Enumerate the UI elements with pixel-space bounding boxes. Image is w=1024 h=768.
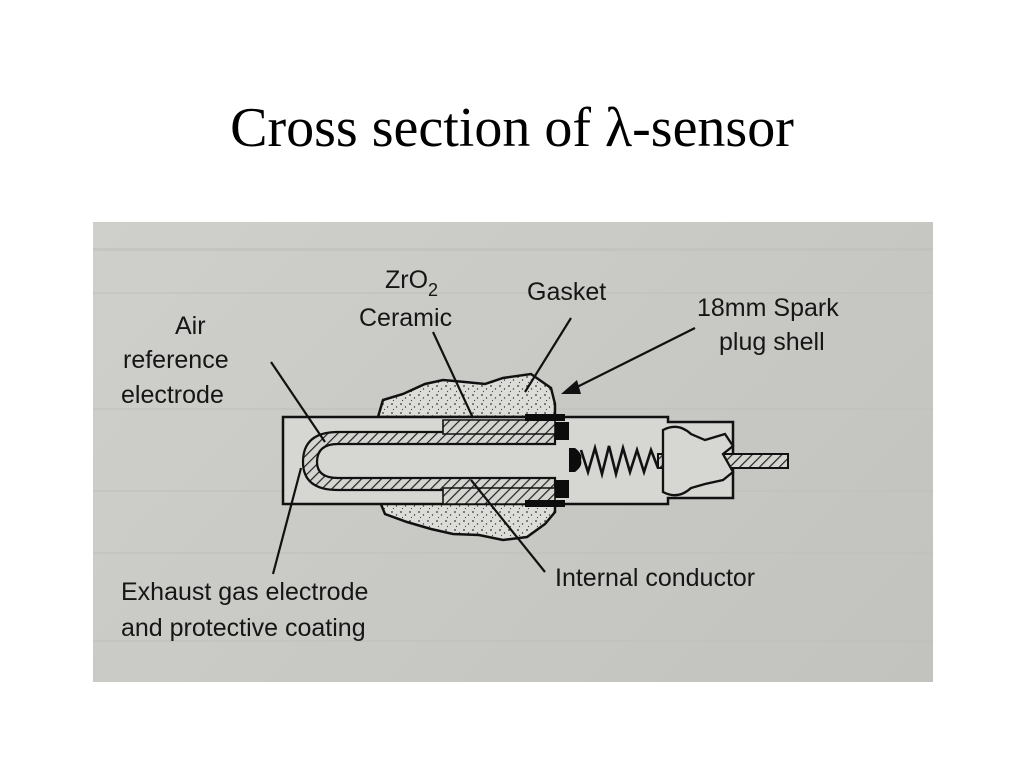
label-zro2-base: ZrO bbox=[385, 266, 428, 294]
spring-coil bbox=[579, 443, 660, 480]
zro2-ceramic-thimble bbox=[301, 430, 557, 492]
label-spark-plug-shell-2: plug shell bbox=[719, 328, 825, 356]
sensor-diagram-photo: Air reference electrode ZrO2 Ceramic Gas… bbox=[93, 222, 933, 682]
label-air-reference-3: electrode bbox=[121, 381, 224, 409]
sensor-cross-section-diagram: Air reference electrode ZrO2 Ceramic Gas… bbox=[93, 248, 933, 642]
label-air-reference-1: Air bbox=[175, 312, 206, 340]
diagram-labels: Air reference electrode ZrO2 Ceramic Gas… bbox=[121, 266, 839, 642]
label-zro2-subscript: 2 bbox=[428, 280, 438, 300]
label-exhaust-electrode-2: and protective coating bbox=[121, 614, 366, 642]
gasket bbox=[525, 414, 569, 507]
internal-conductor bbox=[569, 448, 582, 472]
label-spark-plug-shell-1: 18mm Spark bbox=[697, 294, 839, 322]
crimp-end-cap bbox=[661, 425, 735, 497]
label-air-reference-2: reference bbox=[123, 346, 229, 374]
slide-title: Cross section of λ-sensor bbox=[230, 97, 794, 159]
label-ceramic: Ceramic bbox=[359, 304, 452, 332]
leader-lines bbox=[270, 317, 696, 575]
label-zro2: ZrO2 bbox=[385, 266, 438, 300]
label-internal-conductor: Internal conductor bbox=[555, 564, 755, 592]
label-gasket: Gasket bbox=[527, 278, 606, 306]
label-exhaust-electrode-1: Exhaust gas electrode bbox=[121, 578, 368, 606]
